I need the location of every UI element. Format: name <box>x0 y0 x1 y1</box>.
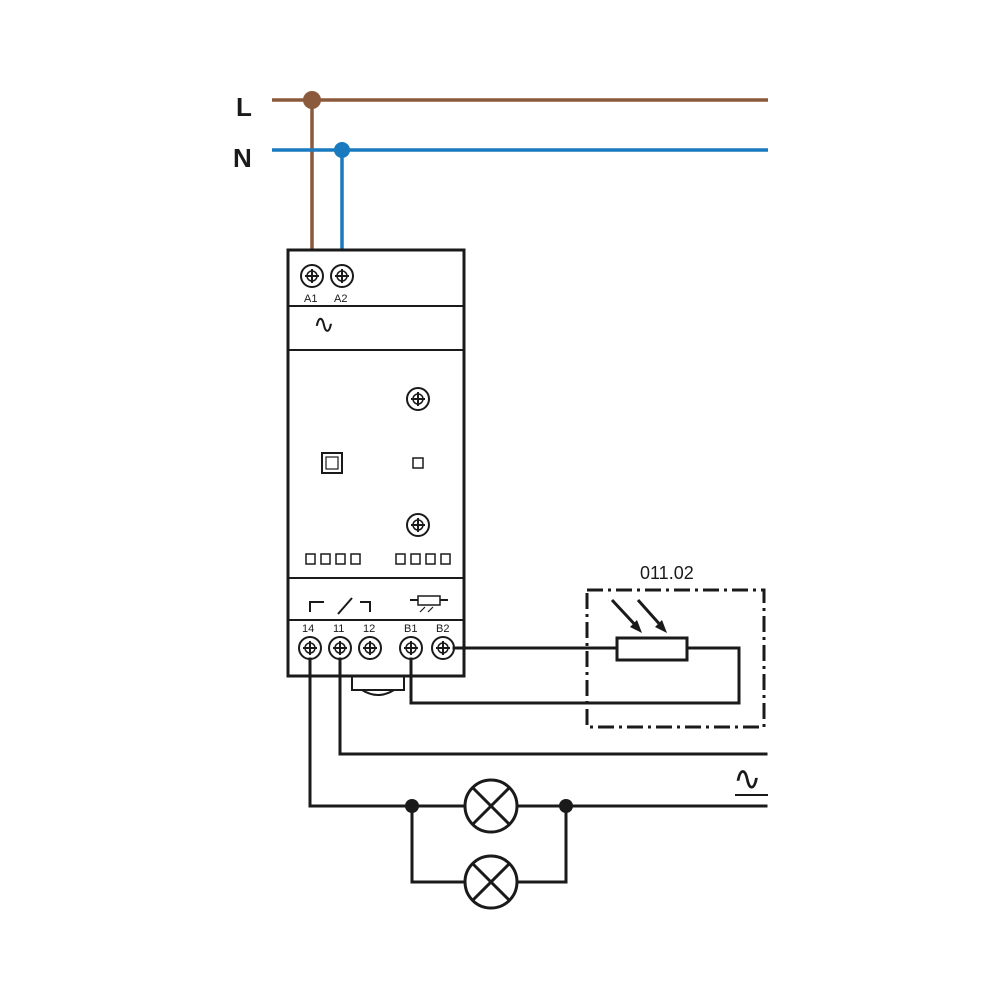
status-led <box>412 457 424 469</box>
lamp-icon <box>463 854 519 910</box>
terminal-11-label: 11 <box>333 623 344 635</box>
selector-button <box>321 452 343 474</box>
terminal-a1: A1 <box>300 264 324 305</box>
led-row-left <box>305 553 361 565</box>
neutral-junction <box>334 142 350 158</box>
terminal-12-label: 12 <box>363 623 375 635</box>
load-junction-left <box>405 799 419 813</box>
terminal-b2-label: B2 <box>436 623 449 635</box>
load-wiring: ∿ <box>308 657 768 884</box>
sensor-wiring <box>409 646 741 705</box>
live-line: L <box>236 91 768 270</box>
light-sensor: 011.02 <box>585 563 766 729</box>
ac-symbol: ∿ <box>313 309 335 339</box>
terminal-14: 14 <box>298 623 322 660</box>
ldr-panel-icon <box>410 595 448 613</box>
lamp-icon <box>463 778 519 834</box>
load-junction-right <box>559 799 573 813</box>
terminal-a2-label: A2 <box>334 293 347 305</box>
terminal-b1: B1 <box>399 623 423 660</box>
changeover-contact-icon <box>309 597 371 615</box>
terminal-b2: B2 <box>431 623 455 660</box>
terminal-14-label: 14 <box>302 623 314 635</box>
sensor-enclosure <box>585 588 766 729</box>
potentiometer-top <box>406 387 430 411</box>
live-junction <box>303 91 321 109</box>
din-clip <box>351 676 405 696</box>
terminal-12: 12 <box>358 623 382 660</box>
terminal-a1-label: A1 <box>304 293 317 305</box>
light-arrows-icon <box>610 598 667 633</box>
terminal-b1-label: B1 <box>404 623 417 635</box>
potentiometer-bottom <box>406 513 430 537</box>
led-row-right <box>395 553 451 565</box>
terminal-a2: A2 <box>330 264 354 305</box>
live-label: L <box>236 92 252 122</box>
neutral-label: N <box>233 143 252 173</box>
load-ac-symbol: ∿ <box>733 760 762 798</box>
sensor-label: 011.02 <box>640 563 694 583</box>
ldr-resistor <box>615 636 689 662</box>
